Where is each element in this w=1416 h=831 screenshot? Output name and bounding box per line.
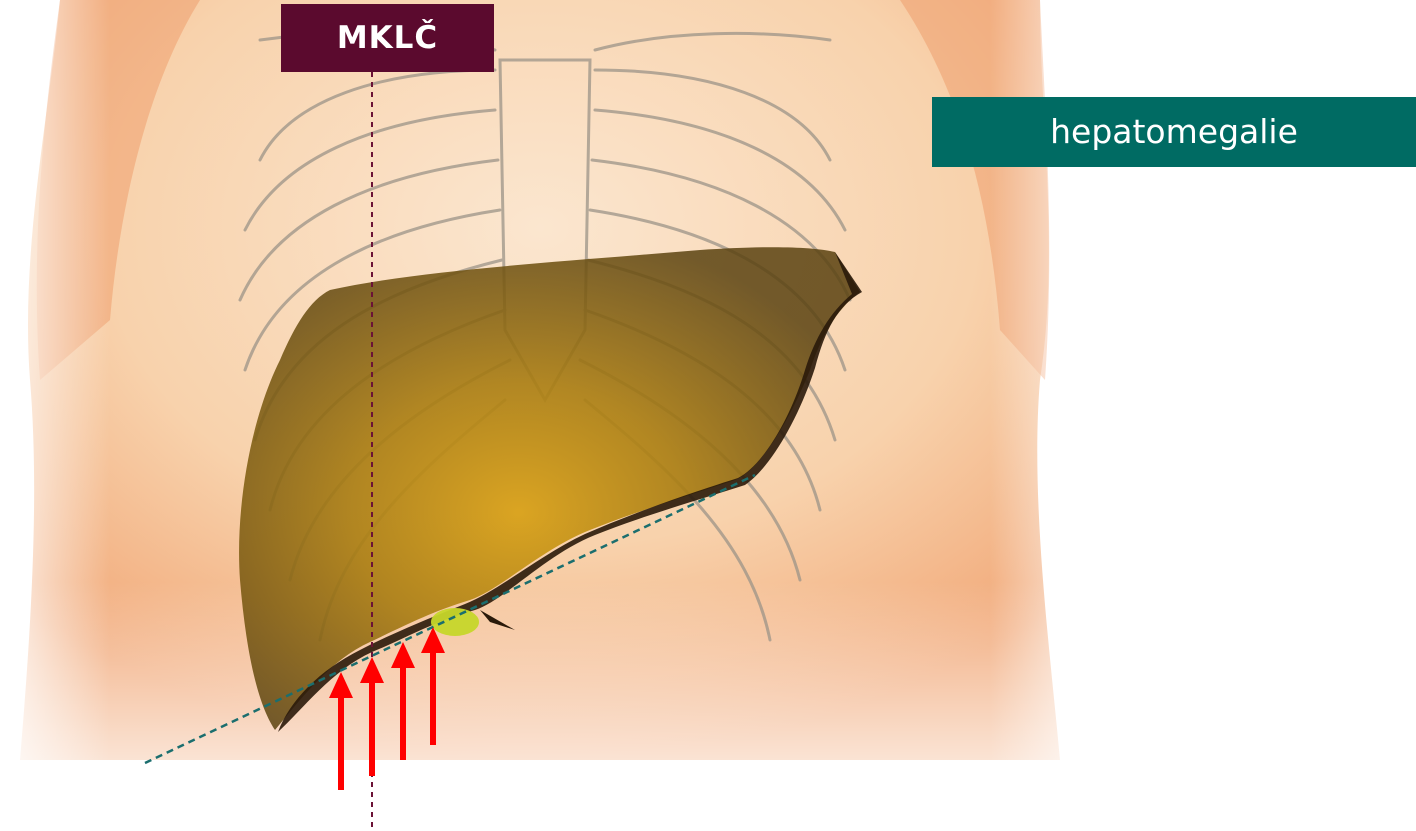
gallbladder <box>431 608 479 636</box>
midclavicular-line-label: MKLČ <box>281 4 494 72</box>
diagnosis-label: hepatomegalie <box>932 97 1416 167</box>
